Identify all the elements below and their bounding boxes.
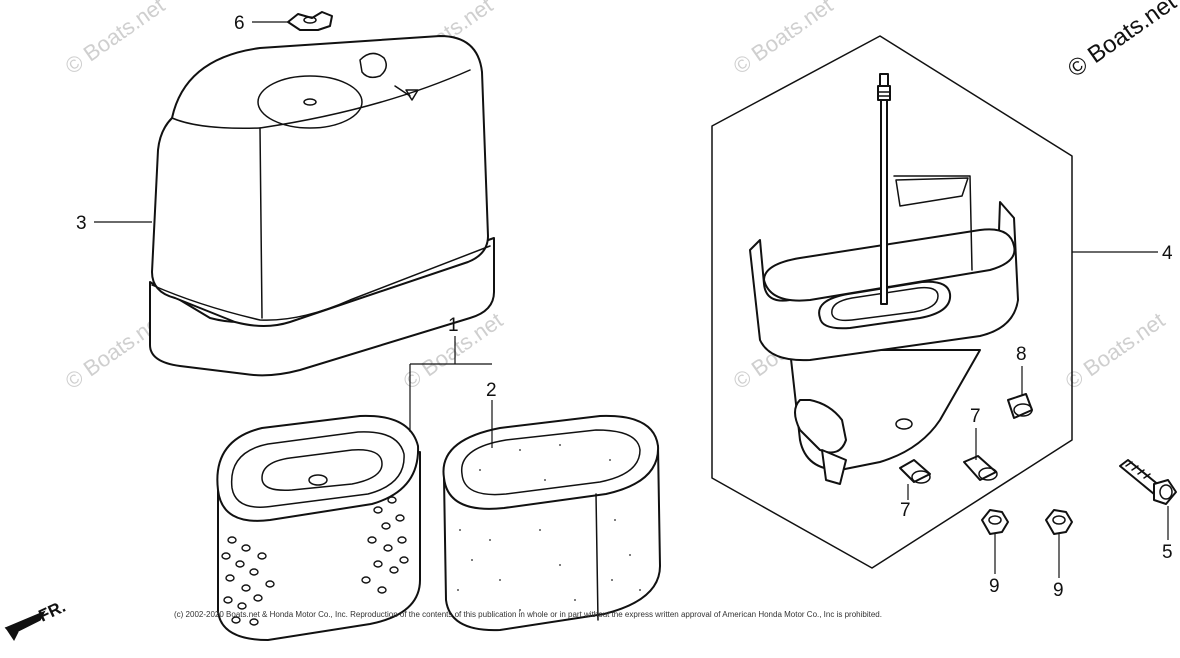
- nut-part-9-b: [1045, 509, 1073, 535]
- callout-9: 9: [989, 576, 1000, 597]
- copyright-notice: (c) 2002-2020 Boats.net & Honda Motor Co…: [174, 610, 882, 619]
- callout-8: 8: [1016, 344, 1027, 365]
- bolt-part-5: [1119, 459, 1177, 505]
- front-direction-indicator: FR.: [4, 597, 69, 641]
- callout-2: 2: [486, 380, 497, 401]
- wing-nut-part-6: [287, 11, 333, 31]
- filter-perforations: [221, 496, 409, 626]
- callout-7: 7: [970, 406, 981, 427]
- collar-part-7-b: [963, 455, 998, 481]
- foam-texture: [457, 444, 641, 611]
- leader-lines: [94, 21, 1169, 578]
- callout-labels: 6 3 1 2 4 8 7 7 5 9 9: [76, 13, 1173, 601]
- watermark-corner: © Boats.net: [1063, 0, 1180, 83]
- foam-element-part-2: [442, 414, 661, 632]
- front-label: FR.: [36, 597, 69, 626]
- callout-4: 4: [1162, 243, 1173, 264]
- callout-5: 5: [1162, 542, 1173, 563]
- callout-1: 1: [448, 315, 459, 336]
- air-cleaner-case-part-4: [711, 35, 1073, 569]
- sleeve-part-8: [1007, 393, 1033, 419]
- watermark: © Boats.net: [61, 0, 170, 79]
- nut-part-9-a: [981, 509, 1009, 535]
- collar-part-7-a: [899, 459, 931, 484]
- callout-7: 7: [900, 500, 911, 521]
- callout-3: 3: [76, 213, 87, 234]
- air-cleaner-cover-part-3: [149, 35, 495, 377]
- watermark: © Boats.net: [1061, 307, 1170, 394]
- filter-element-part-1: [216, 414, 421, 641]
- callout-9: 9: [1053, 580, 1064, 601]
- callout-6: 6: [234, 13, 245, 34]
